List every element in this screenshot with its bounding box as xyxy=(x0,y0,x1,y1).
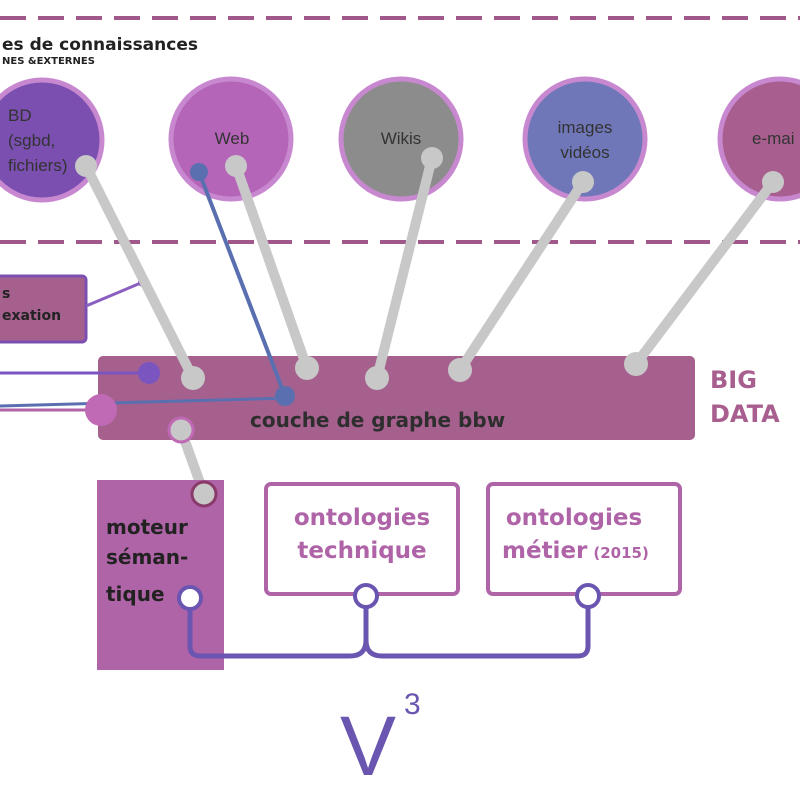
connector-wikis xyxy=(372,153,437,383)
source-bd[interactable]: BD (sgbd, fichiers) xyxy=(0,77,105,203)
endpoint-wikis-top xyxy=(421,147,443,169)
logo-letter: V xyxy=(340,699,396,793)
source-wikis[interactable]: Wikis xyxy=(338,76,464,202)
indexation-label-2: exation xyxy=(2,308,61,324)
section-subtitle: NES &EXTERNES xyxy=(2,56,95,67)
semantic-engine-label-2: séman- xyxy=(106,545,188,569)
left-feed-pink-dot xyxy=(85,394,117,426)
section-title: es de connaissances xyxy=(2,35,198,55)
graph-layer-label: couche de graphe bbw xyxy=(250,408,505,432)
ontology-metier-label-1: ontologies xyxy=(506,505,642,531)
source-connectors xyxy=(81,153,778,383)
graph-layer-bar[interactable] xyxy=(98,356,695,440)
connector-bd xyxy=(81,161,198,383)
source-email-label: e-mai xyxy=(752,129,795,148)
endpoint-bd-bottom xyxy=(181,366,205,390)
endpoint-images-top xyxy=(572,171,594,193)
source-bd-label-1: BD xyxy=(8,106,32,125)
engine-connector-bottom xyxy=(190,480,218,508)
connector-web-blue-bottom xyxy=(275,386,295,406)
endpoint-web-bottom xyxy=(295,356,319,380)
endpoint-email-bottom xyxy=(624,352,648,376)
endpoint-web-top xyxy=(225,155,247,177)
source-web-label: Web xyxy=(215,129,250,148)
source-images-label-2: vidéos xyxy=(560,143,609,162)
engine-connector-top xyxy=(167,416,195,444)
ontology-metier-word: métier xyxy=(502,538,588,564)
ontology-technique-label-1: ontologies xyxy=(294,505,430,531)
indexation-box[interactable] xyxy=(0,274,88,344)
indexation-label-1: s xyxy=(2,286,10,302)
semantic-engine-label-3: tique xyxy=(106,582,165,606)
connector-images xyxy=(455,177,588,375)
semantic-engine-label-1: moteur xyxy=(106,515,188,539)
indexation-connector xyxy=(85,280,144,308)
ontology-metier-port[interactable] xyxy=(575,583,601,609)
source-bd-label-3: fichiers) xyxy=(8,156,68,175)
connector-web-blue xyxy=(197,171,287,397)
big-data-label-2: DATA xyxy=(710,400,780,428)
source-wikis-label: Wikis xyxy=(381,129,422,148)
connector-email xyxy=(631,177,778,369)
ontology-technique-label-2: technique xyxy=(297,538,426,564)
big-data-label-1: BIG xyxy=(710,366,757,394)
logo-exponent: 3 xyxy=(404,688,421,721)
ontology-metier-year: (2015) xyxy=(593,544,648,562)
source-email[interactable]: e-mai xyxy=(717,76,800,202)
semantic-engine-box[interactable] xyxy=(97,480,224,670)
left-feed-blue xyxy=(0,396,291,408)
endpoint-email-top xyxy=(762,171,784,193)
connector-web xyxy=(231,161,312,373)
ontology-link-path xyxy=(187,603,591,659)
source-images-videos[interactable]: images vidéos xyxy=(522,76,648,202)
connector-web-blue-top xyxy=(190,163,208,181)
source-images-label-1: images xyxy=(558,118,613,137)
source-web[interactable]: Web xyxy=(168,76,294,202)
endpoint-bd-top xyxy=(75,155,97,177)
ontology-technique-port[interactable] xyxy=(353,583,379,609)
endpoint-wikis-bottom xyxy=(365,366,389,390)
ontology-metier-label-2: métier (2015) xyxy=(502,538,649,564)
left-feed-purple-dot xyxy=(138,362,160,384)
source-bd-label-2: (sgbd, xyxy=(8,131,55,150)
connector-endpoints xyxy=(75,147,784,390)
engine-link-port[interactable] xyxy=(177,585,203,611)
endpoint-images-bottom xyxy=(448,358,472,382)
